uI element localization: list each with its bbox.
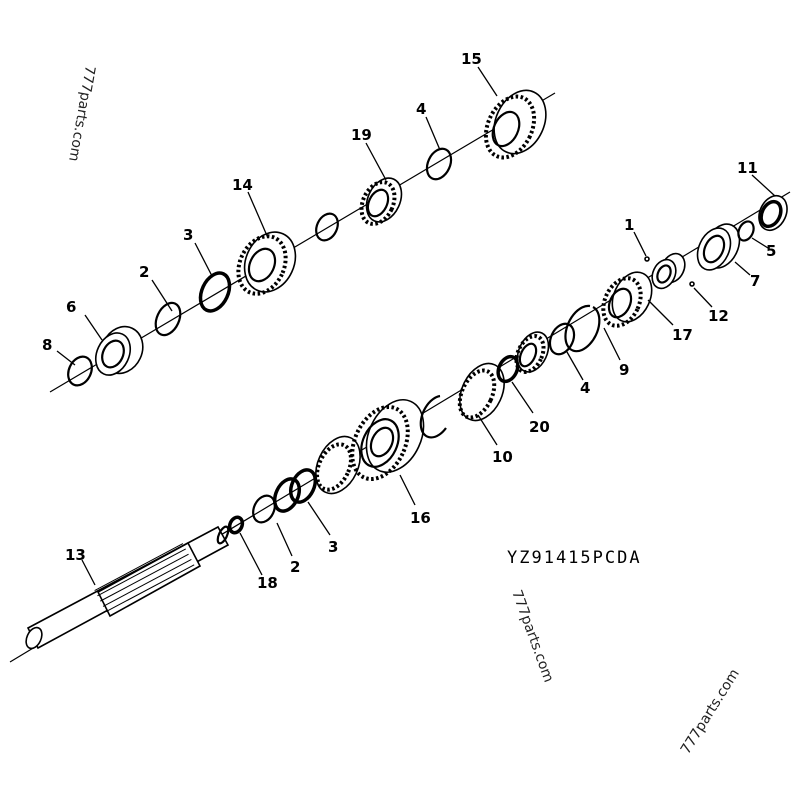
callout-4-lower: 4 bbox=[580, 379, 590, 397]
spacer-ring bbox=[315, 212, 339, 242]
callout-13: 13 bbox=[65, 546, 86, 564]
upper-shaft-assembly: 8 6 2 3 14 19 4 15 bbox=[42, 50, 556, 393]
callout-18: 18 bbox=[257, 574, 278, 592]
part-2-circlip-lower bbox=[252, 494, 276, 524]
callout-3: 3 bbox=[183, 226, 193, 244]
part-16-gear bbox=[350, 399, 425, 482]
part-10-synchro-sleeve bbox=[457, 362, 505, 422]
callout-17: 17 bbox=[672, 326, 693, 344]
callout-15: 15 bbox=[461, 50, 482, 68]
watermark-bottom-right: 777parts.com bbox=[678, 666, 743, 757]
part-4-ring-lower bbox=[548, 322, 576, 356]
drawing-code: YZ91415PCDA bbox=[507, 548, 642, 568]
part-4-ring-upper bbox=[425, 147, 453, 181]
part-12-collar bbox=[651, 252, 695, 290]
callout-5: 5 bbox=[766, 242, 776, 260]
callout-8: 8 bbox=[42, 336, 52, 354]
watermark-top-left: 777parts.com bbox=[65, 64, 98, 162]
callout-9: 9 bbox=[619, 361, 629, 379]
part-20-ring bbox=[496, 354, 520, 384]
part-3-thrust-washer bbox=[198, 271, 232, 313]
part-2-circlip bbox=[154, 301, 182, 337]
part-9-snap-ring bbox=[564, 304, 601, 353]
part-19-needle-bearing bbox=[359, 177, 403, 226]
callout-2-lower: 2 bbox=[290, 558, 300, 576]
callout-14: 14 bbox=[232, 176, 253, 194]
part-3-washers-lower bbox=[272, 468, 318, 513]
part-14-gear bbox=[236, 231, 297, 296]
callout-11: 11 bbox=[737, 159, 758, 177]
part-15-gear bbox=[483, 89, 547, 160]
part-7-bearing bbox=[696, 223, 741, 271]
part-5-ring bbox=[737, 220, 755, 242]
part-11-seal bbox=[758, 194, 788, 232]
part-8-snap-ring bbox=[67, 355, 93, 387]
callout-4-upper: 4 bbox=[416, 100, 426, 118]
open-snap-ring bbox=[419, 394, 447, 439]
callout-16: 16 bbox=[410, 509, 431, 527]
lower-shaft-assembly: 13 18 2 3 16 10 20 4 9 17 1 12 7 5 11 bbox=[9, 159, 791, 663]
callout-6: 6 bbox=[66, 298, 76, 316]
callout-1: 1 bbox=[624, 216, 634, 234]
callout-3-lower: 3 bbox=[328, 538, 338, 556]
callout-20: 20 bbox=[529, 418, 550, 436]
callout-19: 19 bbox=[351, 126, 372, 144]
callout-7: 7 bbox=[750, 272, 760, 290]
part-18-bush bbox=[227, 515, 245, 535]
callout-10: 10 bbox=[492, 448, 513, 466]
needle-bearing-lower bbox=[514, 331, 550, 374]
callout-2: 2 bbox=[139, 263, 149, 281]
synchro-ring bbox=[315, 435, 361, 495]
part-13-main-shaft bbox=[25, 525, 230, 650]
callout-12: 12 bbox=[708, 307, 729, 325]
watermark-bottom-center: 777parts.com bbox=[508, 588, 556, 685]
part-6-bearing bbox=[94, 325, 144, 376]
part-17-gear bbox=[601, 271, 653, 328]
part-1-ball bbox=[644, 256, 650, 262]
